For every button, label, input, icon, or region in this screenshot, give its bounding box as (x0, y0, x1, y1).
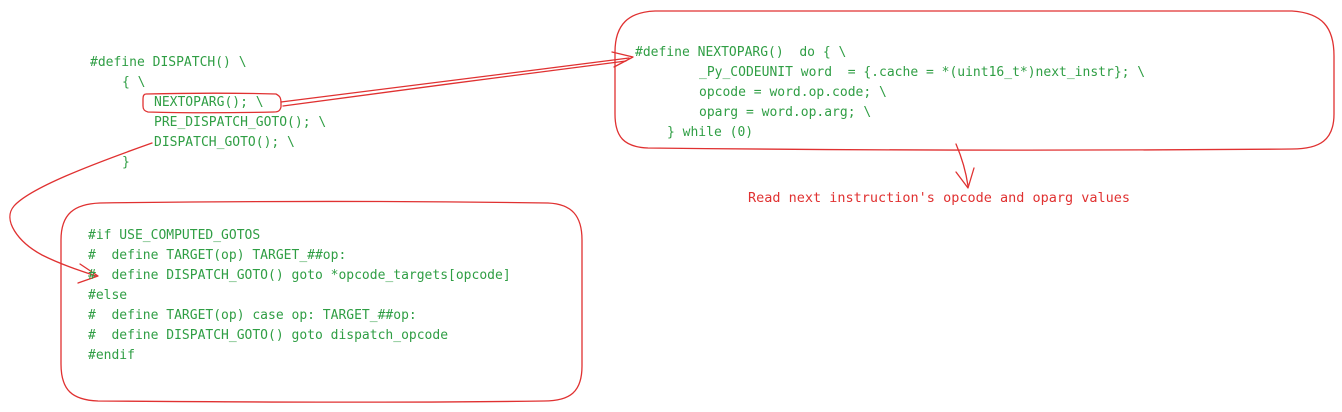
computed-gotos-box (60, 200, 583, 403)
define-dispatch-goto-switch-line: # define DISPATCH_GOTO() goto dispatch_o… (88, 328, 449, 343)
arrowhead-to-annotation (955, 167, 975, 189)
dispatch-dispatch-goto: DISPATCH_GOTO(); \ (154, 135, 295, 150)
nextoparg-call-highlight (142, 92, 282, 114)
nextoparg-while-line: } while (0) (667, 125, 754, 140)
define-target-goto-line: # define TARGET(op) TARGET_##op: (88, 248, 347, 263)
arrow-to-annotation (955, 143, 969, 187)
dispatch-close-brace: } (122, 155, 130, 170)
annotation-text: Read next instruction's opcode and oparg… (748, 190, 1131, 206)
dispatch-define-line: #define DISPATCH() \ (90, 55, 247, 70)
if-computed-gotos-line: #if USE_COMPUTED_GOTOS (88, 228, 261, 243)
dispatch-macro-code: #define DISPATCH() \ { \ NEXTOPARG(); \ … (90, 53, 326, 173)
arrow-to-dispatch-goto-definition (9, 142, 153, 277)
nextoparg-word-line: _Py_CODEUNIT word = {.cache = *(uint16_t… (699, 65, 1146, 80)
arrow-to-nextoparg-definition-alt (282, 60, 627, 107)
else-line: #else (88, 288, 128, 303)
arrow-to-nextoparg-definition (280, 57, 630, 103)
nextoparg-oparg-line: oparg = word.op.arg; \ (699, 105, 872, 120)
dispatch-pre-dispatch-goto: PRE_DISPATCH_GOTO(); \ (154, 115, 327, 130)
arrowhead-to-dispatch-goto-definition (77, 263, 99, 284)
computed-gotos-code: #if USE_COMPUTED_GOTOS # define TARGET(o… (88, 226, 511, 366)
nextoparg-define-line: #define NEXTOPARG() do { \ (635, 45, 847, 60)
arrowhead-to-nextoparg-definition (611, 51, 634, 68)
dispatch-open-brace: { \ (122, 75, 146, 90)
define-dispatch-goto-computed-line: # define DISPATCH_GOTO() goto *opcode_ta… (88, 268, 511, 283)
dispatch-nextoparg-call: NEXTOPARG(); \ (154, 95, 264, 110)
nextoparg-macro-code: #define NEXTOPARG() do { \ _Py_CODEUNIT … (635, 43, 1145, 143)
nextoparg-opcode-line: opcode = word.op.code; \ (699, 85, 887, 100)
define-target-case-line: # define TARGET(op) case op: TARGET_##op… (88, 308, 417, 323)
endif-line: #endif (88, 348, 135, 363)
